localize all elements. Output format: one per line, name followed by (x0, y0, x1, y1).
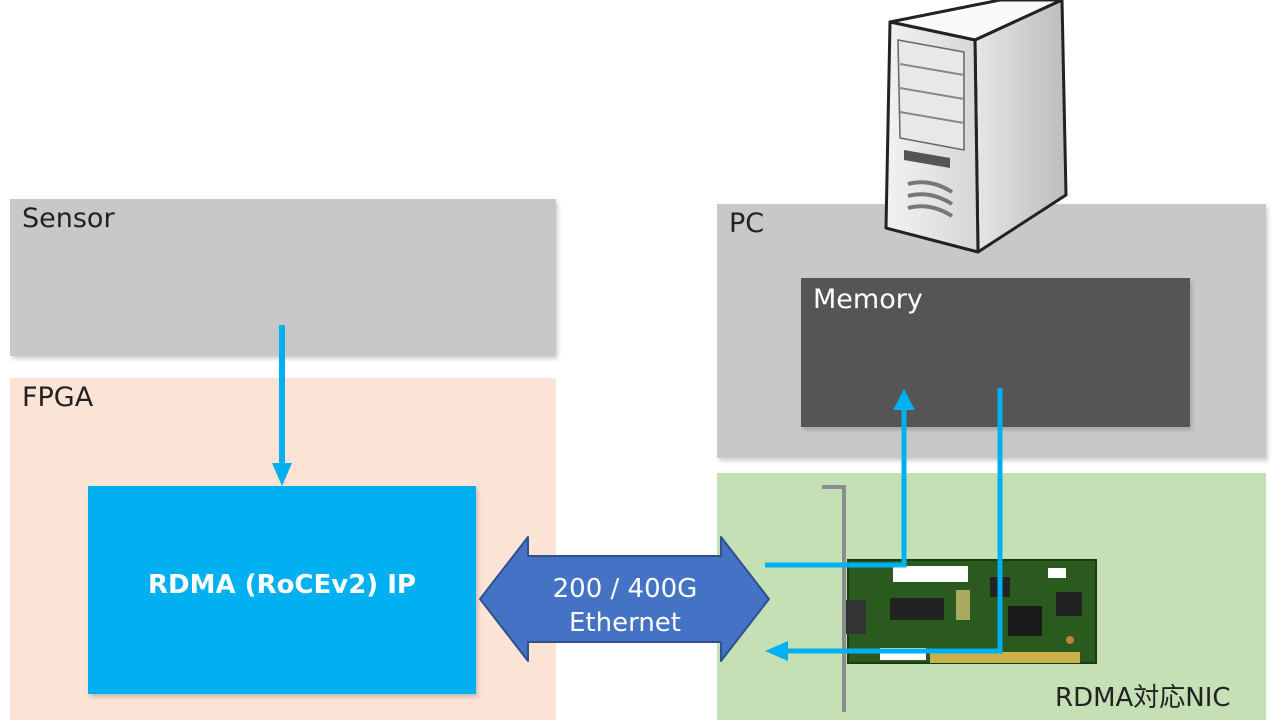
sensor-label: Sensor (22, 203, 115, 234)
ethernet-label: 200 / 400G Ethernet (545, 572, 705, 640)
ethernet-double-arrow (479, 536, 770, 662)
nic-to-memory-arrow (765, 389, 915, 568)
rdma-ip-label: RDMA (RoCEv2) IP (148, 570, 416, 600)
sensor-to-ip-arrow (272, 325, 292, 486)
rdma-ip-box: RDMA (RoCEv2) IP (88, 486, 476, 694)
ethernet-type-text: Ethernet (569, 608, 681, 638)
ethernet-speed-text: 200 / 400G (552, 574, 698, 604)
memory-box: Memory (801, 278, 1190, 427)
memory-label: Memory (813, 284, 923, 315)
pc-label: PC (729, 208, 765, 239)
nic-label: RDMA対応NIC (1055, 683, 1231, 713)
fpga-label: FPGA (22, 382, 94, 413)
memory-to-nic-arrow (765, 388, 1003, 661)
server-tower-icon (884, 0, 1068, 254)
nic-card-icon (822, 485, 1097, 712)
